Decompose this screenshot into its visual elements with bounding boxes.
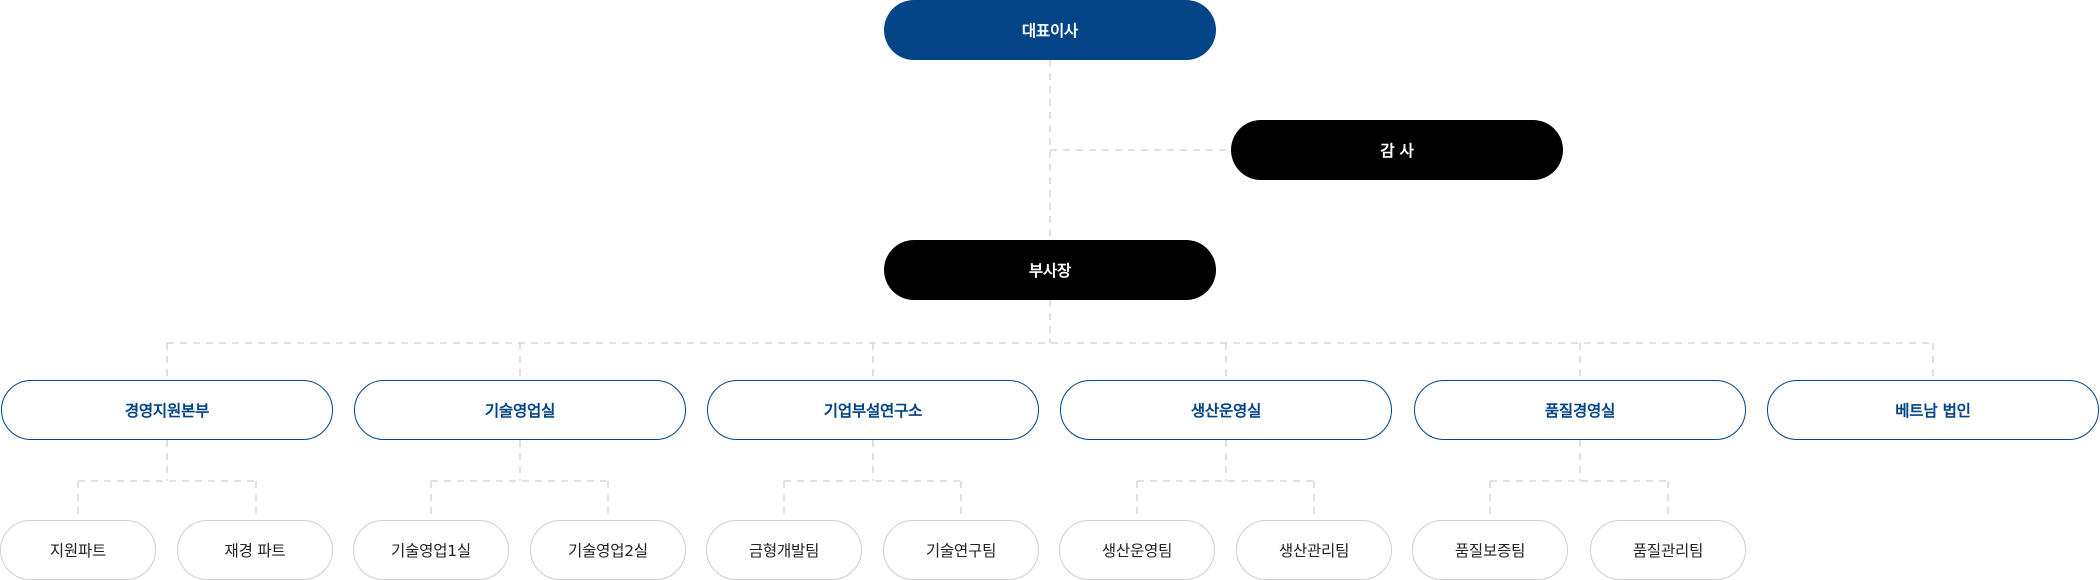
dept-label: 경영지원본부 bbox=[124, 402, 210, 420]
team-node: 재경 파트 bbox=[177, 520, 333, 580]
node-auditor: 감 사 bbox=[1231, 120, 1563, 180]
team-label: 품질보증팀 bbox=[1454, 542, 1526, 560]
team-node: 품질보증팀 bbox=[1412, 520, 1568, 580]
dept-label: 품질경영실 bbox=[1544, 402, 1616, 420]
team-label: 기술영업1실 bbox=[391, 542, 471, 560]
node-vice-president-label: 부사장 bbox=[1028, 262, 1072, 280]
node-ceo-label: 대표이사 bbox=[1021, 22, 1079, 40]
team-node: 기술영업1실 bbox=[353, 520, 509, 580]
node-vice-president: 부사장 bbox=[884, 240, 1216, 300]
team-label: 재경 파트 bbox=[224, 542, 286, 560]
team-node: 생산관리팀 bbox=[1236, 520, 1392, 580]
dept-label: 기술영업실 bbox=[484, 402, 556, 420]
dept-production-operations: 생산운영실 bbox=[1060, 380, 1392, 440]
dept-technical-sales: 기술영업실 bbox=[354, 380, 686, 440]
team-label: 금형개발팀 bbox=[748, 542, 820, 560]
team-label: 기술영업2실 bbox=[568, 542, 648, 560]
team-label: 품질관리팀 bbox=[1632, 542, 1704, 560]
dept-label: 베트남 법인 bbox=[1895, 402, 1971, 420]
dept-label: 생산운영실 bbox=[1190, 402, 1262, 420]
dept-vietnam-corporation: 베트남 법인 bbox=[1767, 380, 2099, 440]
dept-research-institute: 기업부설연구소 bbox=[707, 380, 1039, 440]
team-label: 생산관리팀 bbox=[1278, 542, 1350, 560]
dept-quality-management: 품질경영실 bbox=[1414, 380, 1746, 440]
team-node: 금형개발팀 bbox=[706, 520, 862, 580]
team-node: 기술영업2실 bbox=[530, 520, 686, 580]
team-label: 기술연구팀 bbox=[925, 542, 997, 560]
node-ceo: 대표이사 bbox=[884, 0, 1216, 60]
dept-label: 기업부설연구소 bbox=[823, 402, 923, 420]
team-node: 기술연구팀 bbox=[883, 520, 1039, 580]
team-node: 생산운영팀 bbox=[1059, 520, 1215, 580]
team-label: 생산운영팀 bbox=[1101, 542, 1173, 560]
dept-management-support: 경영지원본부 bbox=[1, 380, 333, 440]
team-node: 지원파트 bbox=[0, 520, 156, 580]
team-node: 품질관리팀 bbox=[1590, 520, 1746, 580]
team-label: 지원파트 bbox=[49, 542, 107, 560]
node-auditor-label: 감 사 bbox=[1380, 142, 1414, 160]
